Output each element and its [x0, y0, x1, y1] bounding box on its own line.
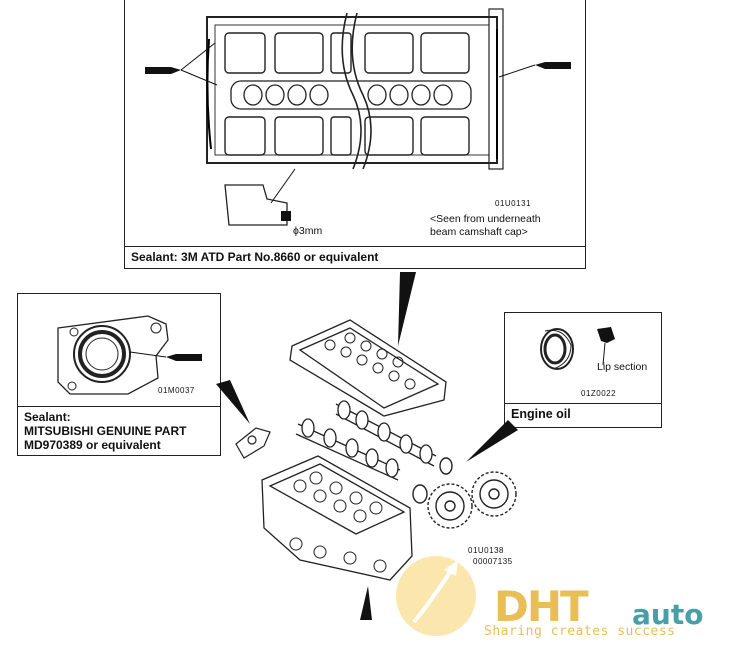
- watermark-brand-right: auto: [632, 598, 704, 631]
- left-caption-line2: MITSUBISHI GENUINE PART: [24, 424, 187, 438]
- view-note: <Seen from underneath beam camshaft cap>: [430, 213, 541, 239]
- left-caption: Sealant: MITSUBISHI GENUINE PART MD97038…: [18, 406, 220, 455]
- view-note-line1: <Seen from underneath: [430, 213, 541, 225]
- lip-section-detail: [597, 327, 615, 366]
- left-detail-box: 01M0037 Sealant: MITSUBISHI GENUINE PART…: [17, 293, 221, 456]
- lip-section-label: Lip section: [597, 361, 648, 373]
- left-caption-line3: MD970389 or equivalent: [24, 438, 161, 452]
- top-figure-code: 01U0131: [495, 199, 531, 208]
- cylinder-head-part: [261, 455, 413, 581]
- oil-seal-drawing: [540, 327, 615, 370]
- left-figure-code: 01M0037: [158, 386, 195, 395]
- top-leader-arrow: [398, 272, 416, 346]
- camshaft-sprocket-parts: [427, 471, 517, 529]
- camshaft-parts: [295, 400, 437, 481]
- watermark-arrow-icon: [396, 556, 476, 636]
- watermark-slogan: Sharing creates success: [484, 624, 676, 639]
- oil-seal-case-part: [235, 427, 271, 459]
- right-figure-code: 01Z0022: [581, 389, 617, 398]
- sealant-tube-icon: [129, 351, 202, 361]
- right-caption: Engine oil: [505, 403, 661, 427]
- oil-seal-case-drawing: [57, 315, 202, 395]
- top-detail-box: 01U0131 <Seen from underneath beam camsh…: [124, 0, 586, 269]
- camshaft-oil-seal-parts: [412, 457, 453, 504]
- sealant-tube-left-icon: [145, 42, 218, 86]
- bead-detail-drawing: [224, 168, 296, 226]
- view-note-line2: beam camshaft cap>: [430, 226, 528, 238]
- camshaft-cap-part: [289, 319, 447, 417]
- left-caption-line1: Sealant:: [24, 410, 71, 424]
- bead-dimension: ϕ3mm: [293, 225, 323, 237]
- bottom-leader-arrow: [360, 586, 372, 620]
- top-caption: Sealant: 3M ATD Part No.8660 or equivale…: [125, 246, 585, 268]
- watermark-brand-left: DHT: [494, 582, 589, 631]
- sealant-tube-right-icon: [498, 62, 571, 78]
- right-detail-box: Lip section 01Z0022 Engine oil: [504, 312, 662, 428]
- cylinder-head-underside-drawing: [145, 8, 571, 226]
- watermark-logo: DHT auto Sharing creates success: [392, 540, 739, 645]
- main-figure-code-1: 01U0138: [468, 546, 504, 555]
- main-figure-code-2: 00007135: [473, 557, 513, 566]
